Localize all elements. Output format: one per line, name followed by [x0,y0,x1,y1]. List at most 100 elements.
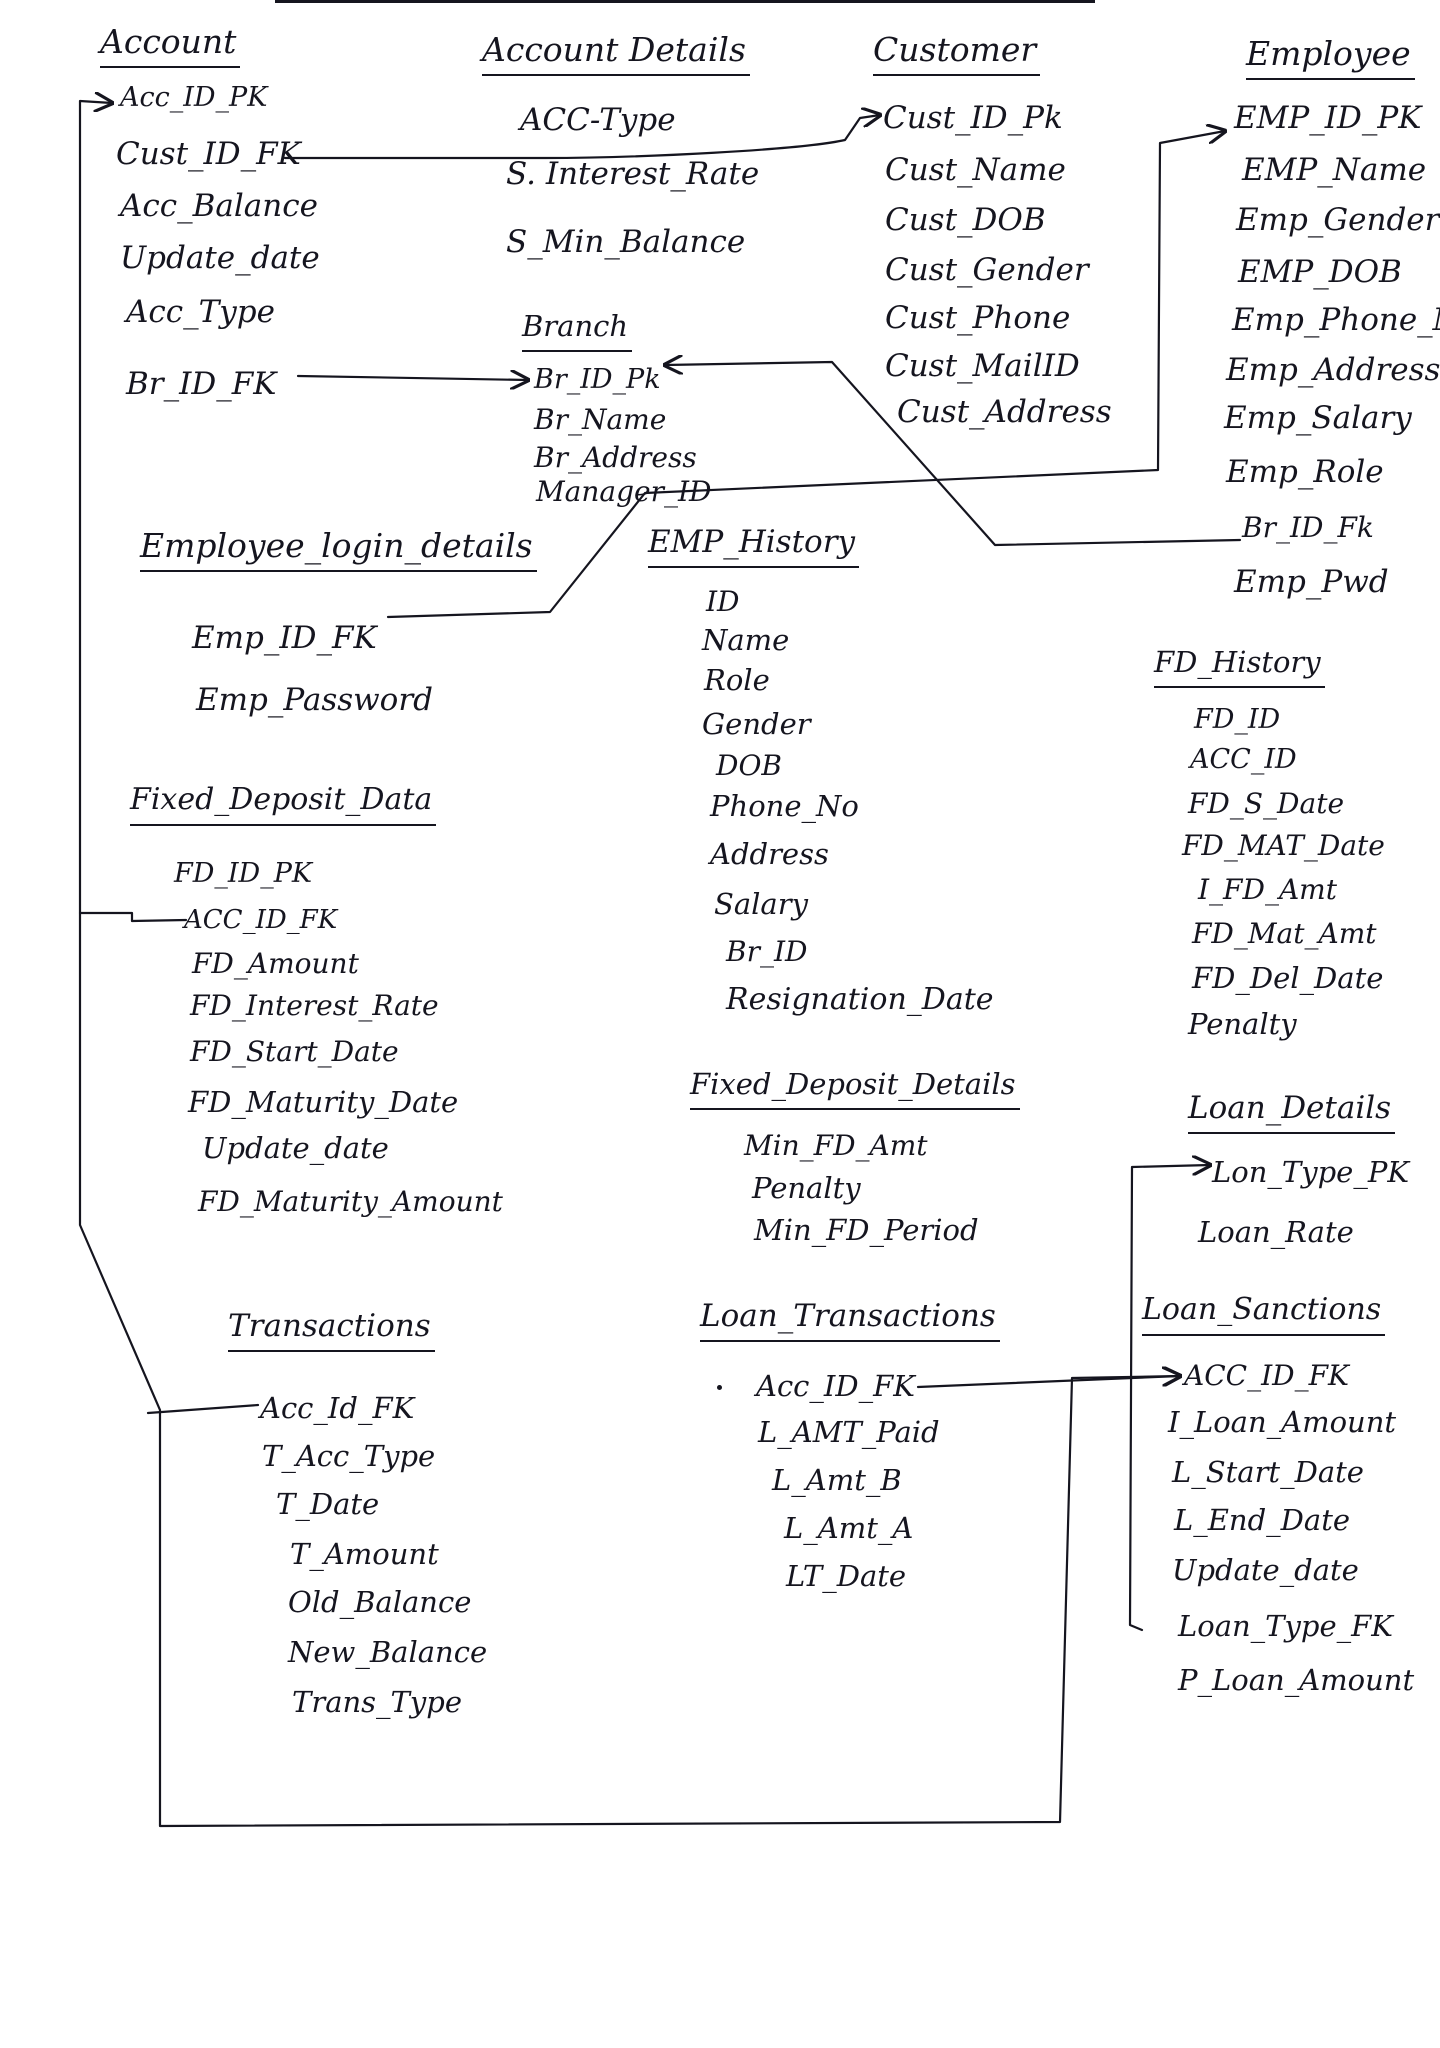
entity-field: L_Start_Date [1172,1455,1364,1489]
link-emp-branch [665,362,1242,547]
entity-field: ACC_ID_FK [184,905,338,935]
entity-field: New_Balance [288,1635,488,1669]
entity-field: Emp_Password [196,682,433,718]
entity-field: P_Loan_Amount [1178,1663,1415,1697]
entity-field: Gender [702,707,811,741]
entity-title: Account Details [482,30,750,76]
entity-field: I_FD_Amt [1198,873,1337,906]
entity-title: Branch [522,306,633,352]
entity-title: Loan_Transactions [700,1296,1000,1342]
entity-field: DOB [716,749,782,782]
entity-field: Br_Address [534,441,697,474]
entity-field: Br_ID_Pk [534,364,661,395]
entity-field: Emp_ID_FK [192,620,377,656]
entity-field: Emp_Phone_No [1232,302,1440,338]
entity-title: Loan_Sanctions [1142,1290,1386,1336]
entity-title: EMP_History [648,522,860,568]
entity-field: ID [706,585,740,618]
entity-field: Min_FD_Period [754,1213,979,1247]
entity-field: Lon_Type_PK [1212,1155,1410,1189]
entity-field: Name [702,623,790,657]
entity-field: Salary [714,887,808,921]
entity-field: S_Min_Balance [506,224,746,260]
entity-field: Penalty [1188,1007,1297,1041]
entity-field: T_Date [276,1487,380,1521]
entity-field: I_Loan_Amount [1168,1405,1397,1439]
entity-loan-sanctions: Loan_Sanctions ACC_ID_FK I_Loan_Amount L… [1142,1290,1414,1697]
entity-field: ACC_ID_FK [1184,1359,1349,1392]
entity-account-details: Account Details ACC-Type S. Interest_Rat… [482,30,759,260]
entity-field: Update_date [120,240,320,276]
entity-field: Acc_Balance [120,188,318,224]
entity-field: LT_Date [786,1559,907,1593]
entity-field: T_Amount [290,1537,439,1571]
link-fd-acc [78,911,188,923]
entity-loan-transactions: Loan_Transactions Acc_ID_FK L_AMT_Paid L… [700,1296,1000,1593]
entity-employee-login-details: Employee_login_details Emp_ID_FK Emp_Pas… [140,526,537,718]
entity-field: Update_date [202,1131,389,1165]
entity-field: Br_ID_Fk [1242,511,1374,544]
entity-field: Br_Name [534,403,667,436]
link-br-id [296,376,528,380]
entity-title: Account [100,22,241,68]
entity-field: Emp_Gender [1236,202,1440,238]
entity-title: Loan_Details [1188,1088,1396,1134]
entity-field: FD_MAT_Date [1182,829,1385,862]
entity-field: Acc_Id_FK [260,1391,415,1425]
entity-field: Cust_Address [897,394,1112,430]
entity-field: FD_Del_Date [1192,961,1384,995]
entity-field: EMP_DOB [1238,254,1402,290]
entity-loan-details: Loan_Details Lon_Type_PK Loan_Rate [1188,1088,1409,1249]
entity-field: Manager_ID [536,475,712,508]
entity-field: Resignation_Date [726,982,994,1017]
top-edge-rule [275,0,1095,3]
entity-title: Fixed_Deposit_Details [690,1064,1020,1110]
entity-field: FD_S_Date [1188,787,1345,820]
entity-field: Address [710,837,829,871]
entity-field: Phone_No [710,789,859,823]
entity-title: Employee_login_details [140,526,537,572]
stray-dot [717,1385,722,1390]
entity-field: Cust_DOB [885,202,1046,238]
entity-field: FD_Interest_Rate [190,989,439,1022]
entity-field: Old_Balance [288,1585,472,1619]
entity-field: Emp_Salary [1224,400,1412,436]
entity-field: FD_Maturity_Date [188,1085,459,1119]
entity-field: Role [704,663,770,697]
entity-field: Cust_ID_Pk [883,100,1063,136]
link-trans-acc [146,1403,260,1415]
entity-fixed-deposit-data: Fixed_Deposit_Data FD_ID_PK ACC_ID_FK FD… [130,780,503,1218]
entity-title: Transactions [228,1306,435,1352]
entity-field: FD_Start_Date [190,1035,399,1068]
entity-field: ACC-Type [520,102,676,138]
entity-field: EMP_Name [1242,152,1427,188]
entity-field: Update_date [1172,1553,1359,1587]
entity-fixed-deposit-details: Fixed_Deposit_Details Min_FD_Amt Penalty… [690,1064,1020,1247]
entity-field: Cust_Gender [885,252,1089,288]
entity-field: Cust_Phone [885,300,1071,336]
entity-emp-history: EMP_History ID Name Role Gender DOB Phon… [648,522,994,1017]
entity-field: FD_Mat_Amt [1192,917,1377,950]
entity-field: FD_ID [1194,704,1281,735]
entity-field: Emp_Pwd [1234,564,1389,600]
entity-field: L_End_Date [1174,1503,1351,1537]
entity-title: Fixed_Deposit_Data [130,780,437,826]
entity-employee: Employee EMP_ID_PK EMP_Name Emp_Gender E… [1224,34,1440,600]
entity-transactions: Transactions Acc_Id_FK T_Acc_Type T_Date… [228,1306,487,1719]
entity-field: S. Interest_Rate [506,156,760,192]
entity-title: Employee [1246,34,1415,80]
entity-field: Br_ID [726,935,808,968]
entity-field: FD_ID_PK [174,858,313,889]
entity-field: Cust_ID_FK [116,136,301,172]
entity-field: Cust_Name [885,152,1066,188]
entity-field: Cust_MailID [885,348,1080,384]
entity-fd-history: FD_History FD_ID ACC_ID FD_S_Date FD_MAT… [1154,642,1385,1041]
entity-field: Penalty [752,1171,861,1205]
entity-field: Emp_Role [1226,454,1384,490]
entity-field: Acc_Type [126,294,275,330]
entity-field: L_Amt_A [784,1511,914,1545]
entity-field: Min_FD_Amt [744,1129,928,1162]
entity-field: L_AMT_Paid [758,1415,940,1449]
entity-field: EMP_ID_PK [1234,100,1422,136]
